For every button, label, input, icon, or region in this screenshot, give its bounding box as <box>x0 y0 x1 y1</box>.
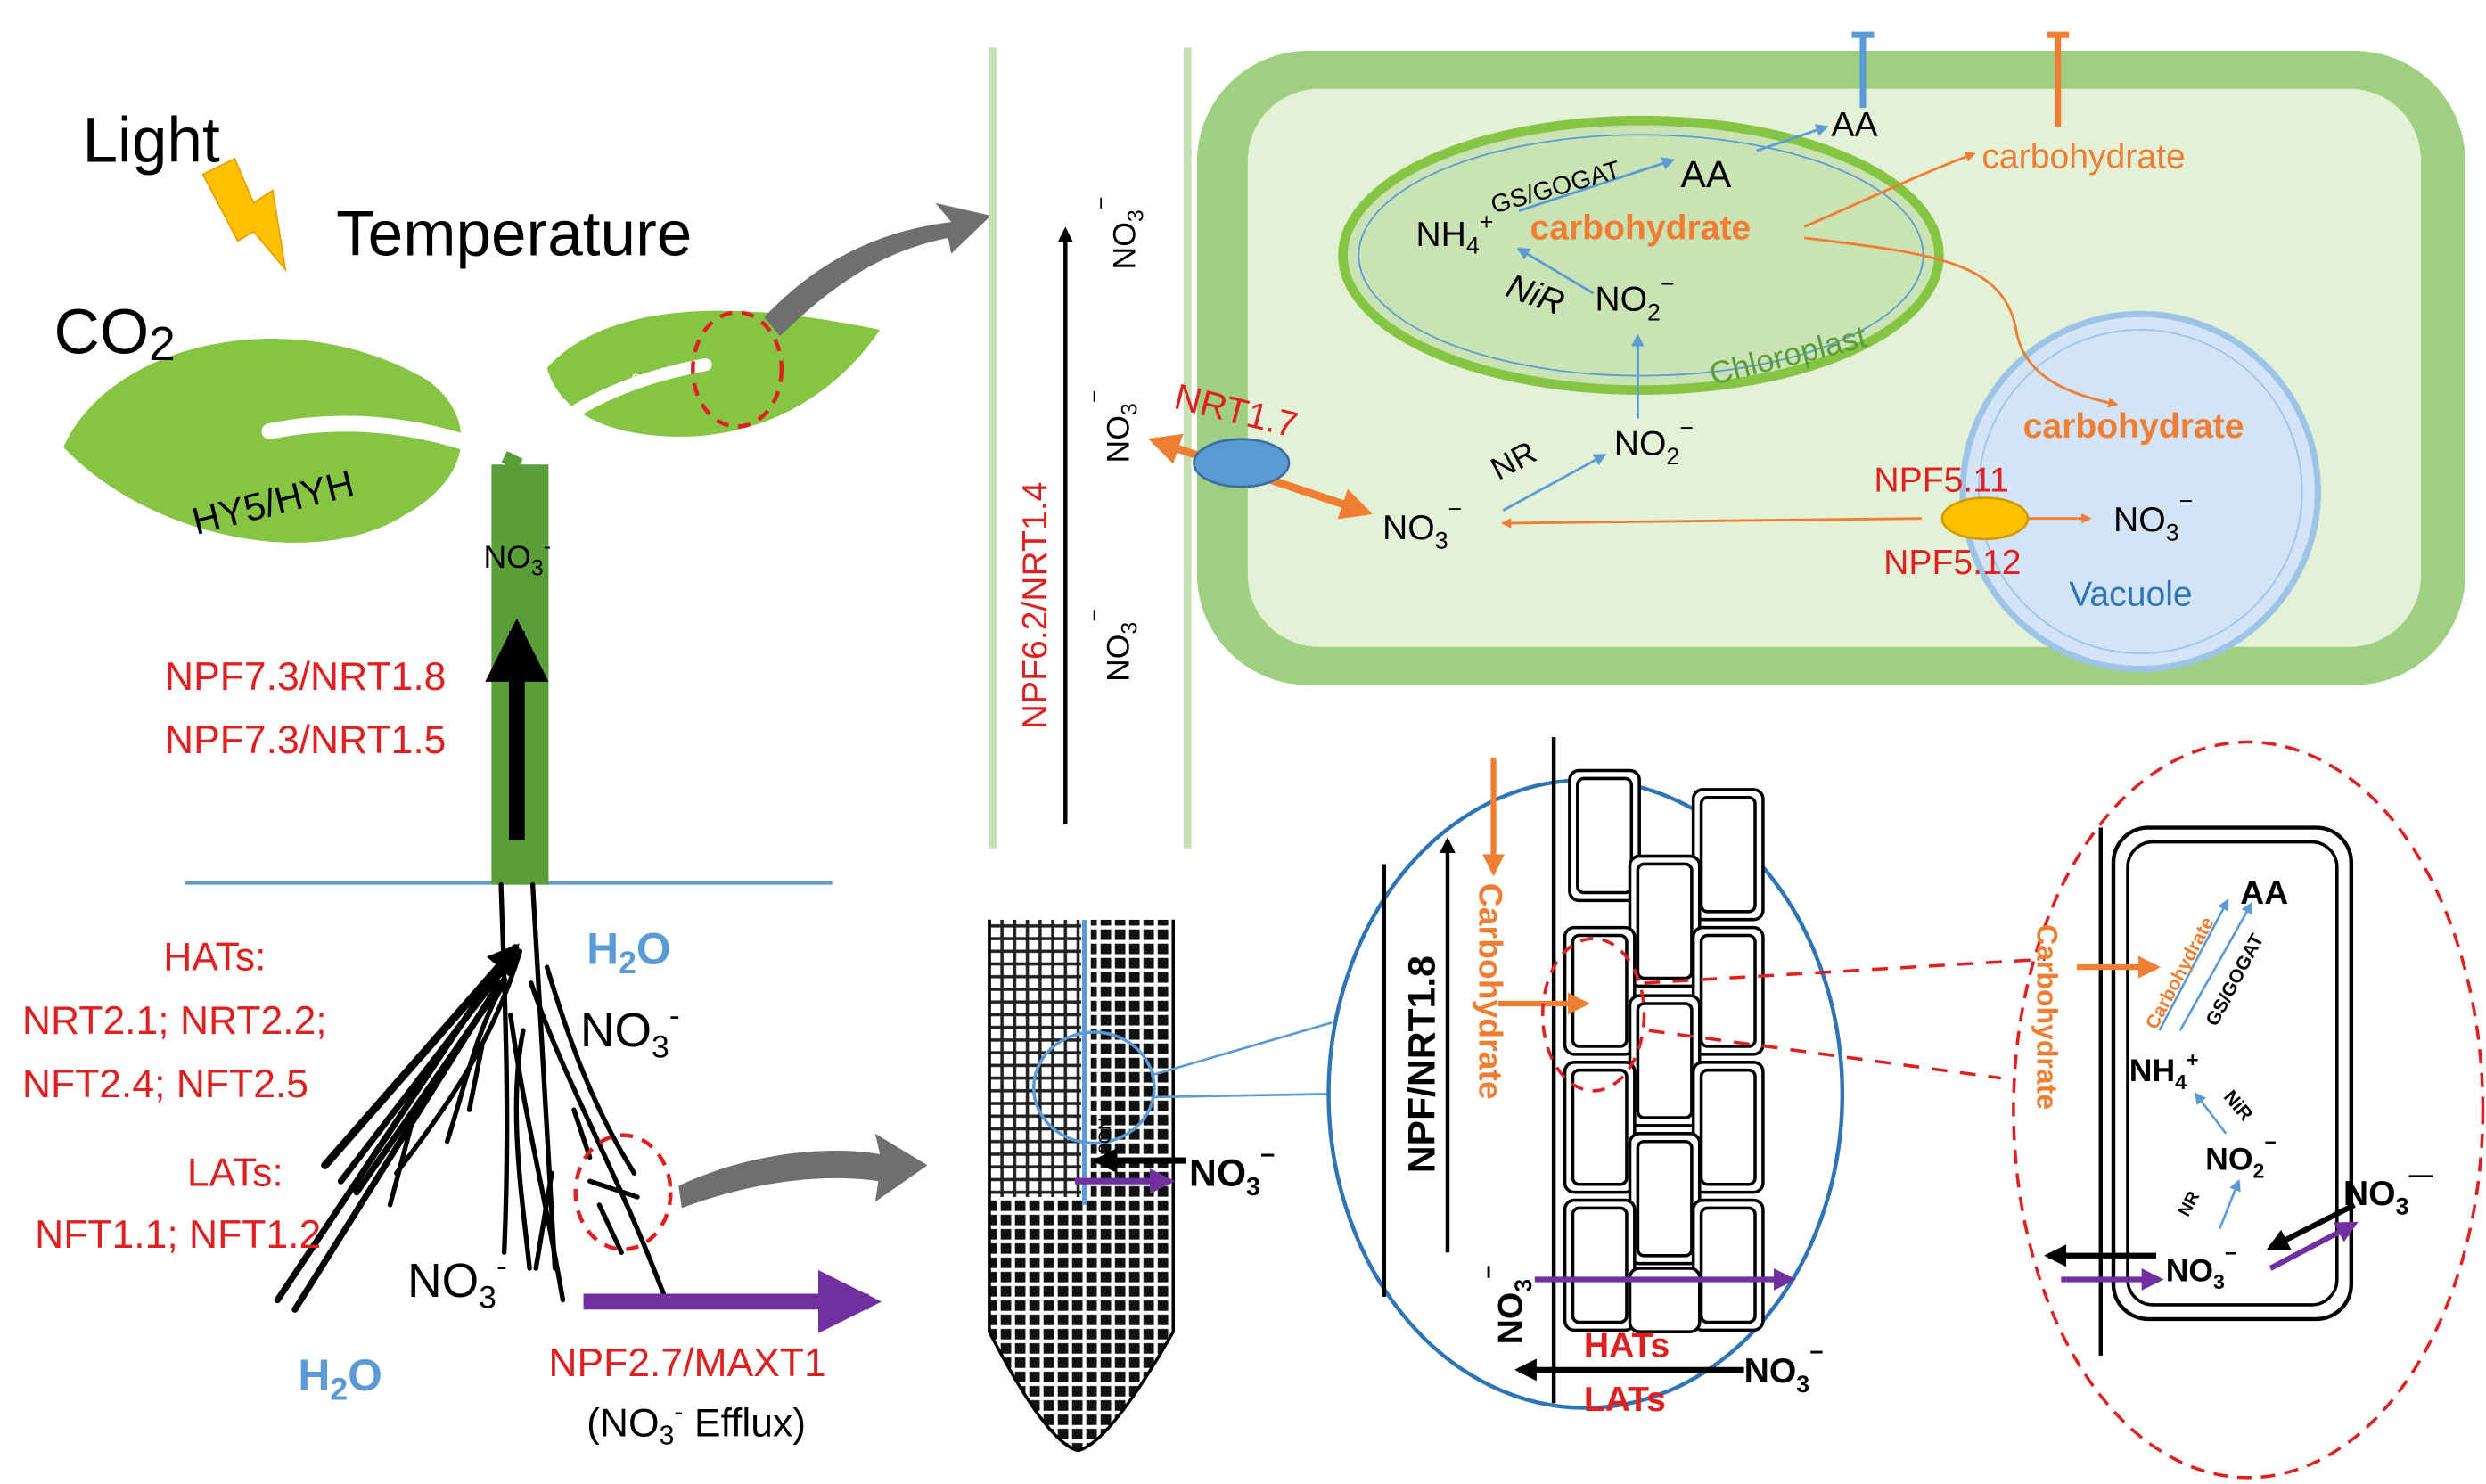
hats-line2: NFT2.4; NFT2.5 <box>22 1062 308 1106</box>
vessel-no3-mid: NO3− <box>1082 390 1142 463</box>
root-no3-label: NO3- <box>580 997 680 1065</box>
root-cell-detail: Carbohydrate Carbohydrate GS/GOGAT AA NH… <box>2012 740 2485 1480</box>
root-tip-no3-label: NO3− <box>1189 1142 1275 1202</box>
cell-carb-side-label: Carbohydrate <box>2031 924 2063 1110</box>
right-leaf-vein <box>508 358 712 467</box>
efflux-label: (NO3- Efflux) <box>587 1398 806 1451</box>
root-zoom: NPF/NRT1.8 Carbohydrate NO3− HATs LATs N… <box>1326 737 2046 1419</box>
leaf-zoom-arrow <box>764 202 991 337</box>
npf73-nrt15-label: NPF7.3/NRT1.5 <box>165 718 446 762</box>
vessel-no3-top: NO3− <box>1088 197 1148 270</box>
carb-top-label: carbohydrate <box>1981 138 2185 176</box>
hats-label: HATs <box>1584 1327 1670 1365</box>
no3-cyto-label: NO3− <box>1382 496 1462 554</box>
h2o-bottom-label: H2O <box>298 1350 382 1407</box>
carb-chloro-label: carbohydrate <box>1530 209 1751 248</box>
no3-right-label: NO3− <box>1744 1339 1824 1398</box>
root-tip-no3-rot: NO3 <box>1095 1118 1114 1153</box>
cell-zoom-circle <box>1540 937 1646 1093</box>
no3-left-label: NO3− <box>1475 1265 1537 1344</box>
root-uptake-arrows <box>274 943 520 1313</box>
vacuole <box>1959 310 2322 673</box>
cell-no3-in-label: NO3− <box>2166 1242 2237 1293</box>
cell-out-arrow <box>2269 1221 2359 1271</box>
nh4-label: NH4+ <box>1415 209 1493 259</box>
root-zoom-cells <box>1563 768 1765 1333</box>
root-tip-zoom-circle <box>1031 1030 1156 1145</box>
cell-in-arrow <box>2266 1202 2356 1250</box>
lats-label: LATs <box>1584 1381 1666 1419</box>
no3-vacuole-label: NO3− <box>2113 488 2193 546</box>
cell-aa-label: AA <box>2240 873 2288 911</box>
npf511-transporter <box>1940 496 2030 541</box>
root-zoom-circle <box>573 1133 673 1251</box>
stem-no3-label: NO3- <box>484 534 551 581</box>
npf-nrt18-label: NPF/NRT1.8 <box>1401 955 1444 1173</box>
plant: Light Temperature CO2 HY5/HYH 3 NO3- NPF… <box>22 105 991 1450</box>
lats-title: LATs: <box>187 1152 283 1195</box>
leaf-no3-label: 3 <box>631 370 642 391</box>
no2-cyto-label: NO2− <box>1614 414 1694 470</box>
npf27-label: NPF2.7/MAXT1 <box>548 1341 825 1385</box>
lightning-icon <box>201 157 287 273</box>
h2o-top-label: H2O <box>587 924 670 981</box>
roots <box>387 881 669 1303</box>
cell-arrows <box>1500 124 2119 529</box>
root-no3-b-label: NO3- <box>407 1248 507 1316</box>
co2-label: CO2 <box>53 298 175 371</box>
no2-chloro-label: NO2− <box>1595 270 1674 325</box>
vessel-no3-bot: NO3− <box>1082 609 1142 682</box>
cell-no2-label: NO2− <box>2205 1131 2277 1183</box>
aa-top-label: AA <box>1831 106 1878 144</box>
cell-no3-out-label: NO3— <box>2343 1161 2433 1220</box>
hats-line1: NRT2.1; NRT2.2; <box>22 999 327 1043</box>
chloroplast <box>1338 115 1944 395</box>
vacuole-label: Vacuole <box>2069 576 2193 614</box>
left-leaf <box>63 339 462 543</box>
temperature-label: Temperature <box>336 199 692 269</box>
leaf-zoom-circle <box>691 310 784 429</box>
npf73-nrt18-label: NPF7.3/NRT1.8 <box>165 655 446 699</box>
cell-carb-diag-arrow <box>2158 898 2229 1031</box>
carb-vacuole-label: carbohydrate <box>2023 407 2244 446</box>
cell-detail-outer-wall <box>2111 825 2354 1322</box>
leaf-cell: AA carbohydrate GS/GOGAT AA NH4+ carbohy… <box>989 31 2465 849</box>
carbohydrate-label: Carbohydrate <box>1473 883 1510 1100</box>
aa-inner-label: AA <box>1680 153 1731 196</box>
cell-nh4-label: NH4+ <box>2129 1048 2199 1094</box>
light-label: Light <box>82 105 219 176</box>
npf511-label: NPF5.11 <box>1874 461 2009 499</box>
lats-line1: NFT1.1; NFT1.2 <box>35 1213 321 1257</box>
cell-detail-boundary <box>2012 740 2485 1480</box>
npf62-label: NPF6.2/NRT1.4 <box>1016 482 1054 730</box>
nrt17-transporter <box>1193 438 1291 488</box>
root-tip: NO3 NO3− <box>988 919 1333 1453</box>
right-leaf <box>546 310 881 437</box>
npf512-label: NPF5.12 <box>1883 544 2021 582</box>
hats-title: HATs: <box>163 936 266 980</box>
root-zoom-arrow <box>678 1133 928 1209</box>
cell-detail-inner-wall <box>2126 840 2339 1307</box>
left-leaf-vein <box>261 415 513 465</box>
